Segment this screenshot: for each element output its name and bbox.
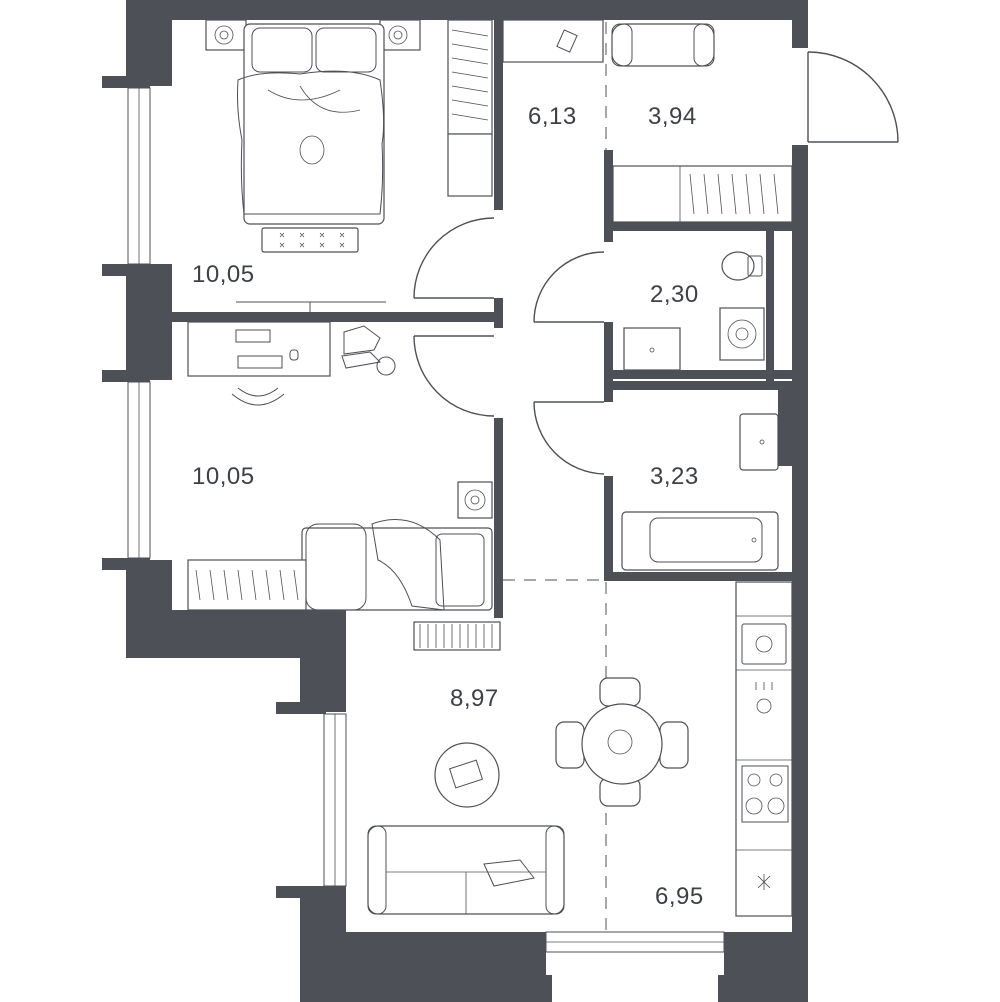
walls [102,0,808,1002]
kitchen-furniture [555,581,793,917]
area-label-living: 8,97 [450,685,499,712]
living-furniture [367,742,565,915]
area-label-hall: 3,94 [648,103,697,130]
area-label-kitchen: 6,95 [655,883,704,910]
hall-furniture [502,19,793,223]
wc-furniture [623,251,765,371]
area-label-corridor: 6,13 [528,103,577,130]
doors [413,51,899,475]
bathroom-furniture [621,413,779,571]
area-label-bedroom-2: 10,05 [192,463,255,490]
bedroom-2-furniture [187,321,501,651]
area-label-bedroom-1: 10,05 [192,261,255,288]
bedroom-1-furniture [205,19,493,312]
area-label-wc: 2,30 [650,281,699,308]
area-label-bathroom: 3,23 [650,463,699,490]
windows [127,87,725,953]
